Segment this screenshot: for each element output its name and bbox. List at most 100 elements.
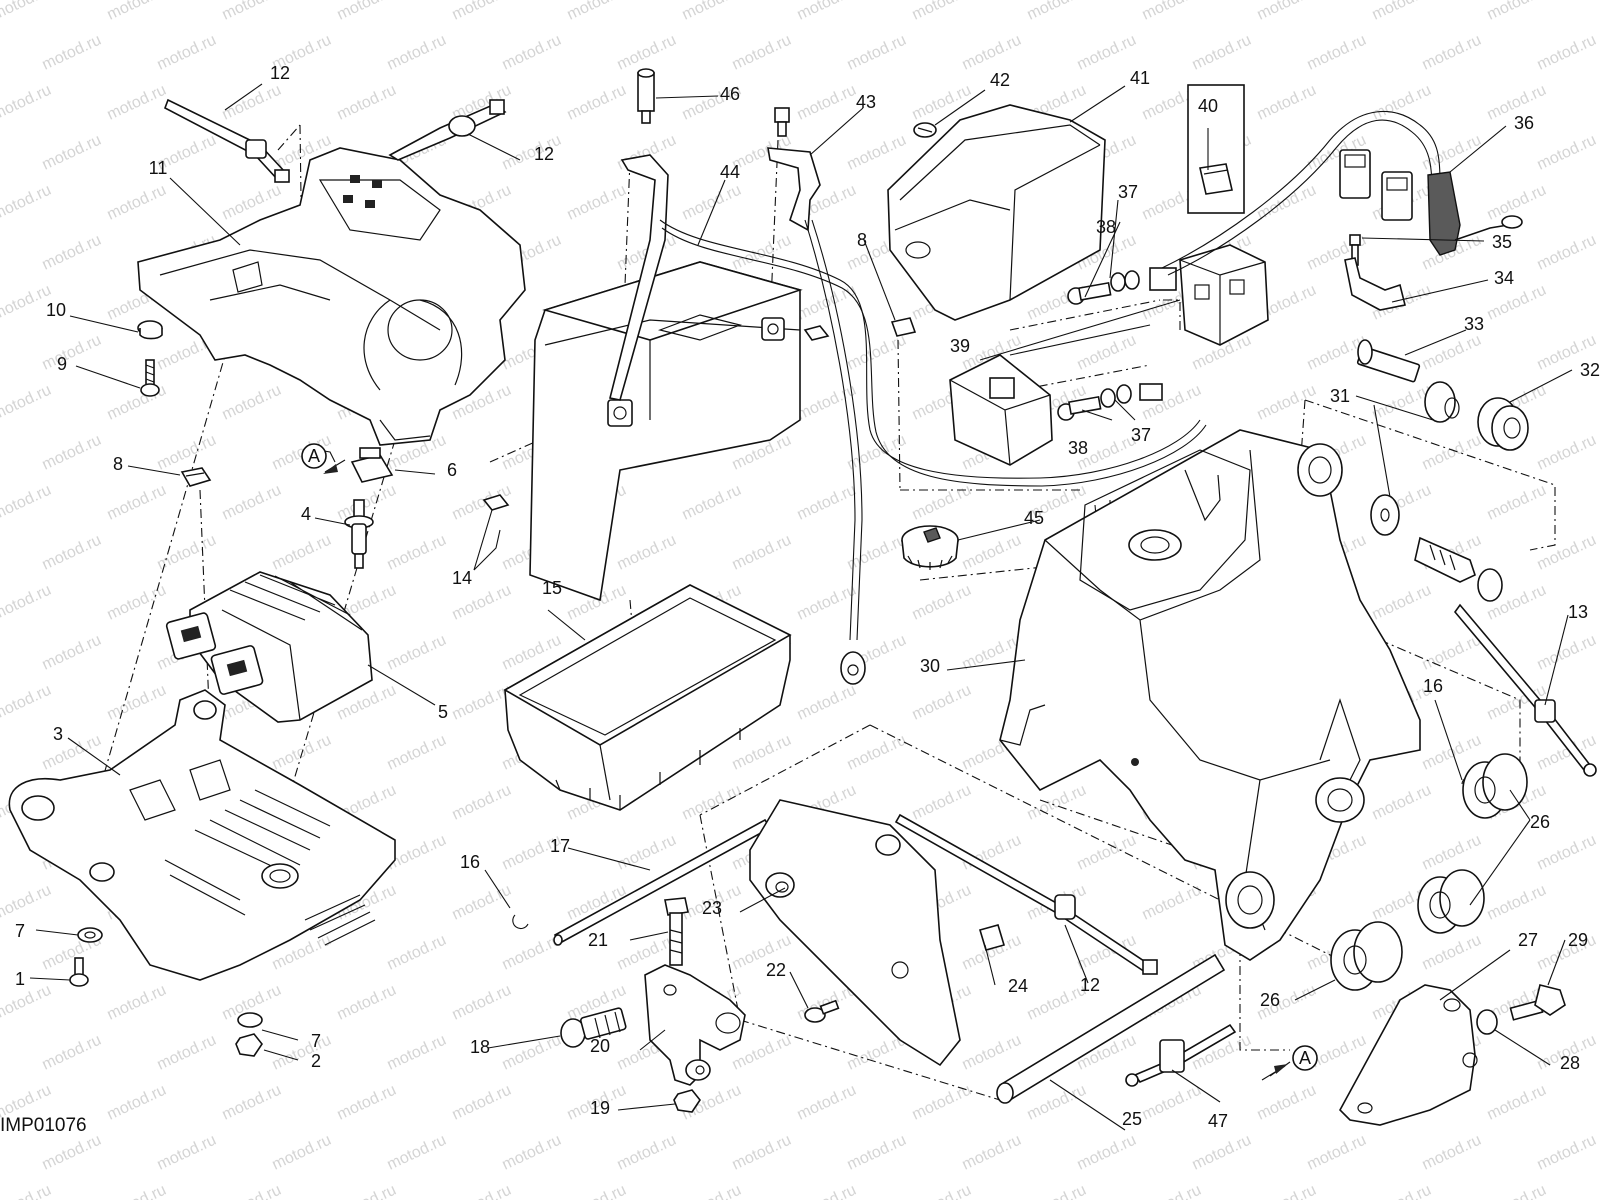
section-marker-left: A xyxy=(301,443,327,469)
watermark: motod.ru xyxy=(220,0,284,24)
watermark: motod.ru xyxy=(1075,1132,1139,1174)
watermark: motod.ru xyxy=(1075,832,1139,874)
callout-26: 26 xyxy=(1530,812,1550,832)
watermark: motod.ru xyxy=(220,1082,284,1124)
watermark: motod.ru xyxy=(155,1132,219,1174)
roller-26-b xyxy=(1417,869,1485,934)
watermark: motod.ru xyxy=(0,182,54,224)
callout-6: 6 xyxy=(447,460,457,480)
watermark: motod.ru xyxy=(845,732,909,774)
watermark: motod.ru xyxy=(795,82,859,124)
callout-1: 1 xyxy=(15,969,25,989)
watermark: motod.ru xyxy=(910,1082,974,1124)
callout-21: 21 xyxy=(588,930,608,950)
callout-32: 32 xyxy=(1580,360,1600,380)
callout-8: 8 xyxy=(113,454,123,474)
watermark: motod.ru xyxy=(1140,882,1204,924)
nut-19 xyxy=(673,1089,701,1113)
watermark: motod.ru xyxy=(270,1032,334,1074)
callout-40: 40 xyxy=(1198,96,1218,116)
callout-46: 46 xyxy=(720,84,740,104)
callout-27: 27 xyxy=(1518,930,1538,950)
watermark: motod.ru xyxy=(40,332,104,374)
watermark: motod.ru xyxy=(1370,582,1434,624)
callout-14: 14 xyxy=(452,568,472,588)
watermark: motod.ru xyxy=(500,1132,564,1174)
voltage-regulator-5 xyxy=(165,571,373,723)
watermark: motod.ru xyxy=(845,332,909,374)
lower-plate-3 xyxy=(8,689,396,981)
cover-41 xyxy=(887,104,1106,321)
watermark: motod.ru xyxy=(40,632,104,674)
watermark: motod.ru xyxy=(155,1032,219,1074)
callout-16: 16 xyxy=(1423,676,1443,696)
watermark: motod.ru xyxy=(385,532,449,574)
roller-26-c xyxy=(1330,921,1403,991)
watermark: motod.ru xyxy=(1305,1132,1369,1174)
rod-25 xyxy=(996,953,1226,1104)
watermark: motod.ru xyxy=(335,0,399,24)
callout-12: 12 xyxy=(1080,975,1100,995)
watermark: motod.ru xyxy=(450,782,514,824)
callout-22: 22 xyxy=(766,960,786,980)
watermark: motod.ru xyxy=(1535,432,1599,474)
battery-cable-44 xyxy=(609,154,1207,487)
callout-19: 19 xyxy=(590,1098,610,1118)
watermark: motod.ru xyxy=(795,1082,859,1124)
watermark: motod.ru xyxy=(0,582,54,624)
callout-24: 24 xyxy=(1008,976,1028,996)
watermark: motod.ru xyxy=(845,1132,909,1174)
watermark: motod.ru xyxy=(1370,0,1434,24)
screw-9 xyxy=(140,359,160,397)
nut-2 xyxy=(235,1033,263,1057)
watermark: motod.ru xyxy=(1370,782,1434,824)
washer-7-right xyxy=(237,1012,263,1028)
watermark: motod.ru xyxy=(270,1132,334,1174)
watermark: motod.ru xyxy=(1140,1082,1204,1124)
watermark: motod.ru xyxy=(385,632,449,674)
callout-18: 18 xyxy=(470,1037,490,1057)
watermark: motod.ru xyxy=(450,882,514,924)
clip-nut-6 xyxy=(350,447,394,483)
watermark: motod.ru xyxy=(615,1132,679,1174)
watermark: motod.ru xyxy=(40,1032,104,1074)
watermark: motod.ru xyxy=(0,382,54,424)
watermark: motod.ru xyxy=(1535,932,1599,974)
callout-37: 37 xyxy=(1118,182,1138,202)
section-arrow-a-left xyxy=(323,459,346,474)
watermark: motod.ru xyxy=(105,582,169,624)
watermark: motod.ru xyxy=(1420,832,1484,874)
watermark: motod.ru xyxy=(730,32,794,74)
callout-4: 4 xyxy=(301,504,311,524)
watermark: motod.ru xyxy=(500,132,564,174)
pin-31 xyxy=(1414,536,1503,602)
watermark: motod.ru xyxy=(1190,1132,1254,1174)
callout-39: 39 xyxy=(950,336,970,356)
watermark: motod.ru xyxy=(1420,932,1484,974)
callout-45: 45 xyxy=(1024,508,1044,528)
stud-4 xyxy=(344,499,374,569)
watermark: motod.ru xyxy=(1485,1082,1549,1124)
callout-16: 16 xyxy=(460,852,480,872)
watermark: motod.ru xyxy=(795,0,859,24)
watermark: motod.ru xyxy=(0,882,54,924)
cable-tie-top-left xyxy=(164,98,290,183)
watermark: motod.ru xyxy=(500,32,564,74)
clip-nut-8-left xyxy=(180,467,212,487)
bush-31 xyxy=(1424,381,1460,423)
watermark: motod.ru xyxy=(335,1082,399,1124)
callout-36: 36 xyxy=(1514,113,1534,133)
bolt-21 xyxy=(664,897,689,966)
callout-3: 3 xyxy=(53,724,63,744)
callout-23: 23 xyxy=(702,898,722,918)
screw-1 xyxy=(69,957,89,987)
watermark: motod.ru xyxy=(1485,1182,1549,1200)
watermark: motod.ru xyxy=(1255,1182,1319,1200)
callout-38: 38 xyxy=(1068,438,1088,458)
callout-26: 26 xyxy=(1260,990,1280,1010)
callout-5: 5 xyxy=(438,702,448,722)
watermark: motod.ru xyxy=(1305,32,1369,74)
watermark: motod.ru xyxy=(680,182,744,224)
